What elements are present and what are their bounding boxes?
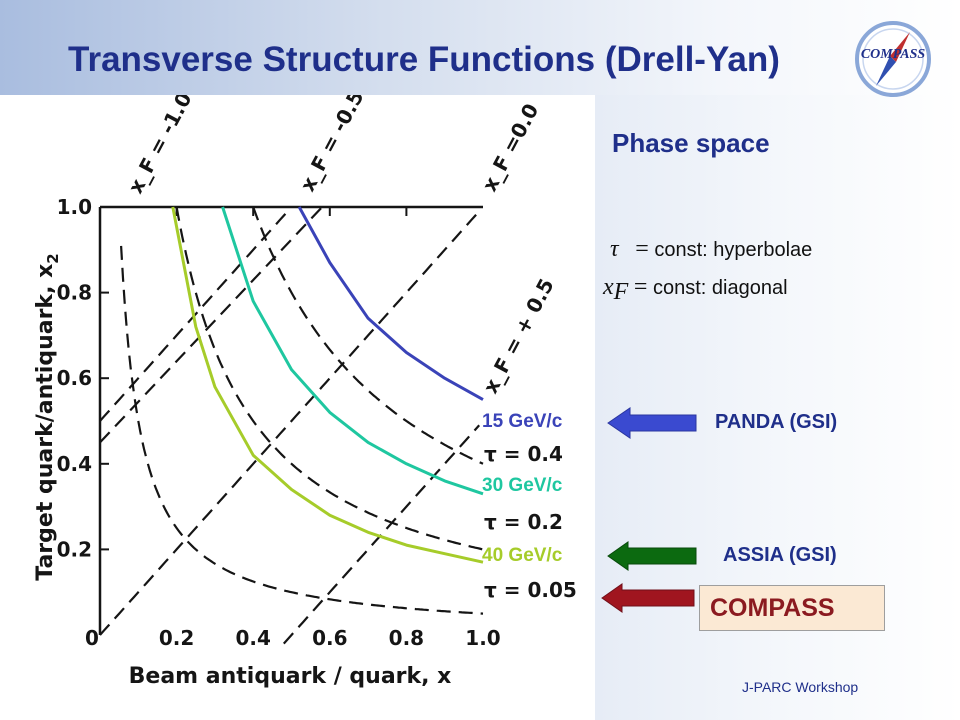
xf-symbol: x bbox=[603, 274, 614, 300]
title-bar bbox=[0, 0, 960, 95]
tau-symbol: τ bbox=[610, 236, 619, 262]
panda-arrow-icon bbox=[607, 407, 697, 439]
tau-hyperbola bbox=[252, 206, 484, 465]
x-tick-label: 0 bbox=[85, 626, 99, 650]
xf-label: x_F =0.0 bbox=[477, 100, 543, 196]
y-tick-label: 1.0 bbox=[57, 195, 92, 219]
energy-15: 15 GeV/c bbox=[482, 411, 563, 432]
curve-40gev bbox=[171, 206, 484, 564]
phase-space-heading: Phase space bbox=[612, 128, 770, 158]
x-tick-label: 0.8 bbox=[389, 626, 424, 650]
energy-40: 40 GeV/c bbox=[482, 545, 563, 566]
xf-label: x_F = -0.5 bbox=[295, 95, 368, 195]
curve-15gev bbox=[297, 206, 484, 401]
xf-subscript: F bbox=[613, 279, 629, 305]
tau-hyperbola bbox=[120, 245, 484, 615]
assia-label: ASSIA (GSI) bbox=[723, 544, 837, 566]
x-tick-label: 0.4 bbox=[235, 626, 270, 650]
tau-label: τ = 0.2 bbox=[484, 510, 563, 534]
panda-label: PANDA (GSI) bbox=[715, 411, 838, 433]
y-tick-label: 0.2 bbox=[57, 537, 92, 561]
xf-equals: = bbox=[633, 274, 648, 300]
xf-definition: xF = const: diagonal bbox=[603, 274, 788, 306]
compass-label: COMPASS bbox=[699, 585, 885, 631]
tau-definition: τ = const: hyperbolae bbox=[610, 236, 812, 263]
y-tick-label: 0.6 bbox=[57, 366, 92, 390]
momentum-curves bbox=[171, 206, 484, 564]
footer-text: J-PARC Workshop bbox=[742, 679, 859, 695]
xf-label: x_F = + 0.5 bbox=[478, 274, 559, 397]
y-tick-label: 0.4 bbox=[57, 452, 92, 476]
xf-diagonal bbox=[99, 206, 323, 444]
y-axis-subscript: 2 bbox=[44, 253, 62, 263]
compass-logo-icon: COMPASS bbox=[855, 21, 931, 97]
xf-text: const: diagonal bbox=[653, 277, 788, 299]
y-tick-label: 0.8 bbox=[57, 281, 92, 305]
tau-label: τ = 0.4 bbox=[484, 442, 563, 466]
x-tick-label: 1.0 bbox=[465, 626, 500, 650]
energy-30: 30 GeV/c bbox=[482, 475, 563, 496]
x-tick-label: 0.2 bbox=[159, 626, 194, 650]
xf-diagonal bbox=[99, 210, 481, 636]
xf-diagonal bbox=[282, 424, 481, 645]
xf-label: x_F = -1.0 bbox=[123, 95, 196, 197]
x-axis-label: Beam antiquark / quark, x bbox=[129, 664, 452, 689]
curve-30gev bbox=[221, 206, 484, 496]
logo-text: COMPASS bbox=[861, 47, 926, 62]
tau-equals: = bbox=[635, 236, 649, 262]
tau-label: τ = 0.05 bbox=[484, 578, 577, 602]
assia-arrow-icon bbox=[607, 541, 697, 571]
x-tick-label: 0.6 bbox=[312, 626, 347, 650]
tau-text: const: hyperbolae bbox=[654, 239, 813, 261]
slide-title: Transverse Structure Functions (Drell-Ya… bbox=[68, 40, 780, 79]
tau-hyperbola bbox=[175, 206, 484, 551]
y-axis-label: Target quark/antiquark, x2 bbox=[33, 253, 62, 580]
compass-arrow-icon bbox=[601, 583, 695, 613]
dashed-lines bbox=[99, 206, 484, 645]
